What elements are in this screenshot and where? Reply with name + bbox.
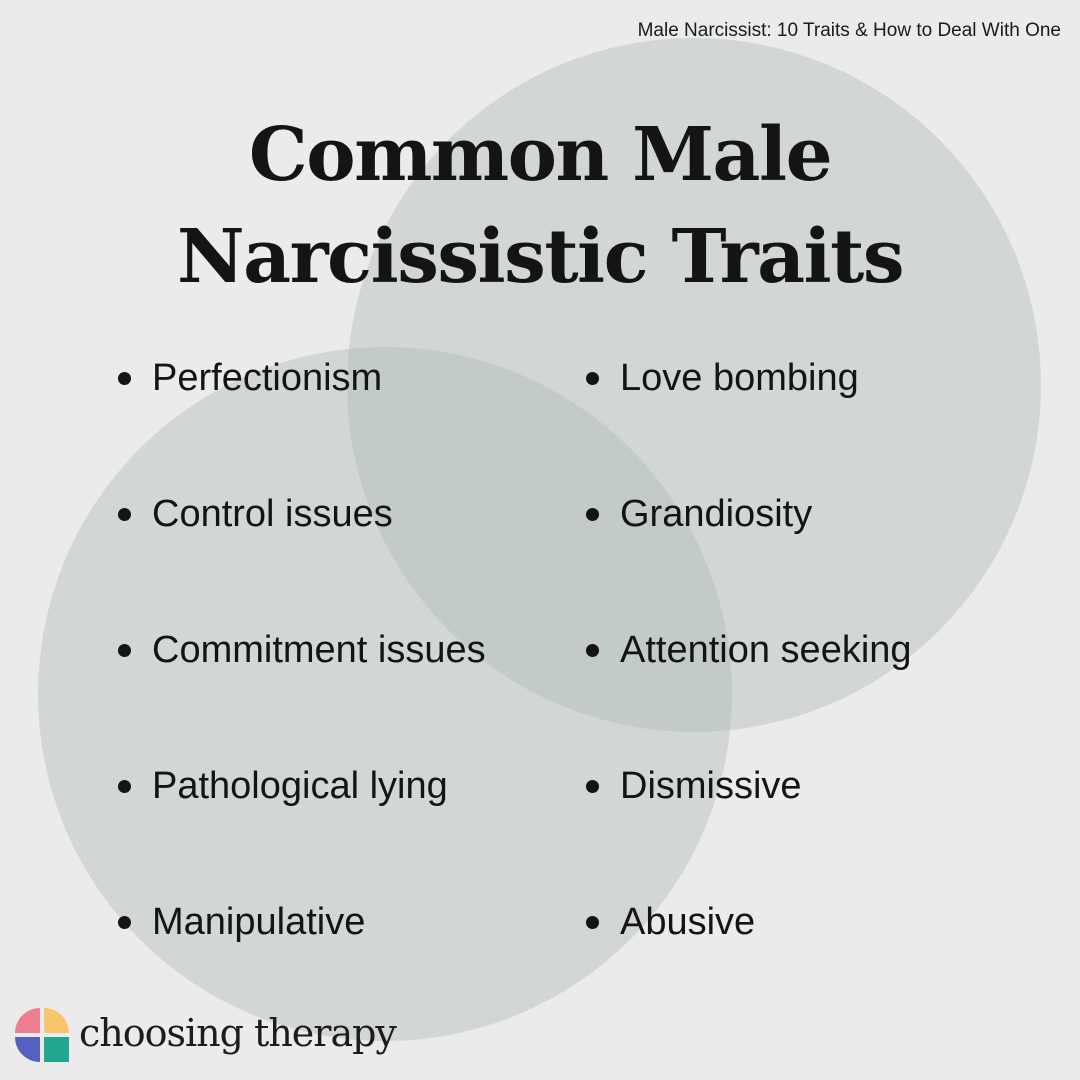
bullet-icon (586, 508, 599, 521)
trait-label: Dismissive (620, 765, 802, 807)
brand-name: choosing therapy (79, 1011, 397, 1055)
page-title-line-1: Common Male (248, 112, 833, 198)
bullet-icon (118, 372, 131, 385)
trait-label: Love bombing (620, 357, 859, 399)
bullet-icon (586, 780, 599, 793)
logo-petal-blue (15, 1037, 40, 1062)
trait-label: Manipulative (152, 901, 366, 943)
bullet-icon (118, 508, 131, 521)
source-article-title: Male Narcissist: 10 Traits & How to Deal… (637, 20, 1061, 41)
trait-label: Abusive (620, 901, 756, 943)
trait-label: Grandiosity (620, 493, 813, 535)
logo-petal-pink (15, 1008, 40, 1033)
trait-label: Pathological lying (152, 765, 448, 807)
trait-label: Control issues (152, 493, 393, 535)
background-circle-left (38, 347, 732, 1041)
page-title: Common Male Narcissistic Traits (0, 104, 1080, 308)
bullet-icon (586, 372, 599, 385)
bullet-icon (586, 916, 599, 929)
bullet-icon (118, 916, 131, 929)
trait-label: Commitment issues (152, 629, 486, 671)
choosing-therapy-logo-icon (15, 1008, 69, 1062)
page-title-line-2: Narcissistic Traits (176, 214, 905, 300)
logo-petal-yellow (44, 1008, 69, 1033)
bullet-icon (118, 780, 131, 793)
logo-petal-teal (44, 1037, 69, 1062)
background-circle-right (347, 38, 1041, 732)
bullet-icon (118, 644, 131, 657)
trait-label: Attention seeking (620, 629, 912, 671)
trait-label: Perfectionism (152, 357, 383, 399)
bullet-icon (586, 644, 599, 657)
